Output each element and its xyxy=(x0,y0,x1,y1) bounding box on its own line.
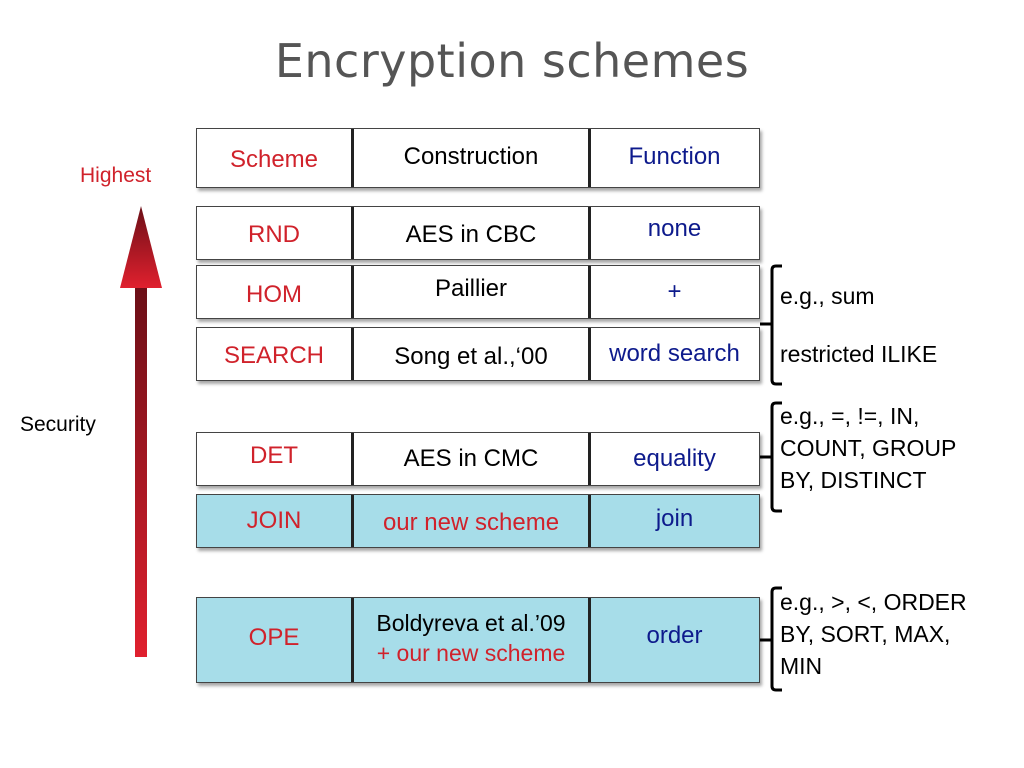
construction: AES in CMC xyxy=(403,445,539,472)
construction: our new scheme xyxy=(382,509,560,536)
scheme-row-ope: OPE Boldyreva et al.’09 + our new scheme… xyxy=(196,597,760,683)
note-det-join: e.g., =, !=, IN, COUNT, GROUP BY, DISTIN… xyxy=(780,400,956,496)
note-hom: e.g., sum xyxy=(780,283,875,309)
scheme-row-hom: HOM Paillier + xyxy=(196,265,760,319)
arrow-head xyxy=(120,206,162,288)
scheme-name: JOIN xyxy=(246,507,302,534)
note-search: restricted ILIKE xyxy=(780,341,938,367)
function: none xyxy=(647,215,702,242)
header-row: Scheme Construction Function xyxy=(196,128,760,188)
construction: AES in CBC xyxy=(405,221,537,248)
scheme-name: DET xyxy=(250,442,298,469)
note-line: e.g., >, <, ORDER xyxy=(780,589,967,615)
scheme-name: HOM xyxy=(246,281,302,308)
scheme-row-search: SEARCH Song et al.,‘00 word search xyxy=(196,327,760,381)
function: + xyxy=(667,278,682,305)
header-construction: Construction xyxy=(403,143,539,170)
scheme-name: RND xyxy=(248,221,300,248)
scheme-row-rnd: RND AES in CBC none xyxy=(196,206,760,260)
construction: Paillier xyxy=(434,275,508,302)
note-line: COUNT, GROUP xyxy=(780,435,957,461)
construction: Boldyreva et al.’09 xyxy=(376,610,566,636)
scheme-name: SEARCH xyxy=(223,342,325,369)
scheme-name: OPE xyxy=(248,624,300,651)
header-function: Function xyxy=(628,143,721,170)
note-line: BY, SORT, MAX, xyxy=(780,621,951,647)
function: order xyxy=(646,622,703,649)
note-line: BY, DISTINCT xyxy=(780,467,927,493)
axis-side-label: Security xyxy=(20,413,96,436)
function: equality xyxy=(633,445,716,472)
function: word search xyxy=(609,340,740,367)
scheme-row-join: JOIN our new scheme join xyxy=(196,494,760,548)
note-line: MIN xyxy=(780,653,823,679)
header-scheme: Scheme xyxy=(229,146,319,173)
scheme-row-det: DET AES in CMC equality xyxy=(196,432,760,486)
brackets xyxy=(760,264,782,692)
arrow-shaft xyxy=(135,287,147,657)
note-line: e.g., =, !=, IN, xyxy=(780,403,920,429)
note-ope: e.g., >, <, ORDER BY, SORT, MAX, MIN xyxy=(780,586,967,682)
slide-title: Encryption schemes xyxy=(274,34,750,88)
construction: Song et al.,‘00 xyxy=(394,343,548,370)
function: join xyxy=(655,505,694,532)
axis-top-label: Highest xyxy=(80,164,152,187)
construction-extra: + our new scheme xyxy=(376,640,566,666)
